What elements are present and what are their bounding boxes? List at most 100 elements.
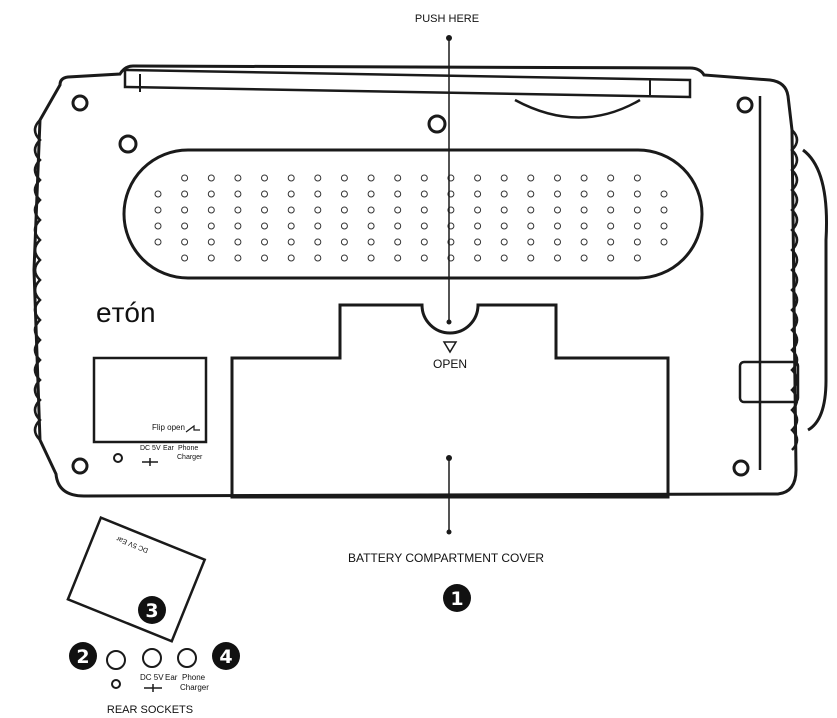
grille-hole xyxy=(367,254,375,262)
callout-3: 3 xyxy=(138,596,166,624)
grille-hole xyxy=(154,190,162,198)
radio-body xyxy=(32,64,828,499)
crank-knob xyxy=(738,360,800,404)
screw xyxy=(118,134,138,154)
grille-hole xyxy=(340,222,348,230)
screw xyxy=(736,96,754,114)
left-grip xyxy=(33,119,42,441)
grille-hole xyxy=(234,222,242,230)
grille-hole xyxy=(474,238,482,246)
grille-hole xyxy=(154,238,162,246)
grille-hole xyxy=(580,222,588,230)
grille-hole xyxy=(420,174,428,182)
detached-flap: DC 5V Ear xyxy=(66,516,207,643)
grille-hole xyxy=(181,190,189,198)
grille-hole xyxy=(660,222,668,230)
grille-hole xyxy=(367,238,375,246)
grille-hole xyxy=(420,238,428,246)
grille-hole xyxy=(447,190,455,198)
body-outline xyxy=(32,64,798,498)
callout-2-number: 2 xyxy=(76,646,89,668)
grille-hole xyxy=(287,238,295,246)
callout-4: 4 xyxy=(212,642,240,670)
grille-hole xyxy=(234,238,242,246)
right-grip xyxy=(758,96,799,470)
grille-hole xyxy=(287,222,295,230)
grille-hole xyxy=(554,174,561,182)
rear-socket-charger: Charger xyxy=(180,683,209,692)
grille-hole xyxy=(394,174,402,182)
open-label: OPEN xyxy=(433,357,467,371)
socket-icon xyxy=(113,453,123,463)
grille-hole xyxy=(261,222,268,230)
grille-hole xyxy=(340,174,348,182)
grille-hole xyxy=(633,190,641,198)
flap-text: DC 5V Ear xyxy=(115,534,149,553)
grille-hole xyxy=(660,238,668,246)
antenna-hinge xyxy=(514,98,641,119)
screw xyxy=(71,94,89,112)
rear-sockets xyxy=(106,648,197,692)
grille-hole xyxy=(234,190,242,198)
grille-hole xyxy=(367,174,375,182)
push-here-dot xyxy=(446,35,452,41)
grille-hole xyxy=(181,222,189,230)
grille-hole xyxy=(340,190,348,198)
grille-hole xyxy=(287,254,295,262)
grille-hole xyxy=(314,206,322,214)
grille-hole xyxy=(420,254,428,262)
crank-handle xyxy=(802,148,828,432)
body-socket-dc: DC 5V xyxy=(140,445,161,452)
socket-ear-circle xyxy=(142,648,162,668)
callout-1-number: 1 xyxy=(450,588,463,610)
grille-hole xyxy=(474,174,482,182)
grille-hole xyxy=(447,222,455,230)
grille-hole xyxy=(607,238,615,246)
screw xyxy=(732,459,750,477)
flip-open-label: Flip open xyxy=(152,423,185,432)
callout-3-number: 3 xyxy=(145,600,158,622)
rear-socket-phone: Phone xyxy=(182,673,206,682)
usb-icon xyxy=(142,458,158,466)
grille-hole xyxy=(207,254,215,262)
grille-hole xyxy=(500,254,508,262)
callout-1: 1 xyxy=(443,584,471,612)
grille-hole xyxy=(420,206,428,214)
grille-hole xyxy=(394,238,402,246)
grille-hole xyxy=(633,174,641,182)
screw xyxy=(71,457,89,475)
grille-hole xyxy=(234,254,242,262)
grille-hole xyxy=(474,254,482,262)
grille-hole xyxy=(474,222,482,230)
grille-hole xyxy=(314,222,322,230)
grille-hole xyxy=(394,206,402,214)
grille-hole xyxy=(261,206,268,214)
grille-hole xyxy=(340,206,348,214)
grille-hole xyxy=(527,238,535,246)
grille-hole xyxy=(340,238,348,246)
grille-hole xyxy=(367,222,375,230)
grille-hole xyxy=(580,174,588,182)
grille-hole xyxy=(340,254,348,262)
grille-hole xyxy=(580,238,588,246)
grille-hole xyxy=(234,206,242,214)
antenna xyxy=(123,68,692,99)
grille-hole xyxy=(447,254,455,262)
socket-small-icon xyxy=(111,679,121,689)
screw xyxy=(427,114,447,134)
grille-hole xyxy=(554,206,561,214)
grille-hole xyxy=(500,222,508,230)
grille-hole xyxy=(207,190,215,198)
grille-hole xyxy=(394,222,402,230)
grille-hole xyxy=(580,206,588,214)
grille-hole xyxy=(287,206,295,214)
grille-hole xyxy=(527,222,535,230)
grille-hole xyxy=(207,206,215,214)
grille-hole xyxy=(207,238,215,246)
callout-2: 2 xyxy=(69,642,97,670)
rear-sockets-title: REAR SOCKETS xyxy=(107,704,193,716)
body-socket-charger: Charger xyxy=(177,454,203,461)
grille-hole xyxy=(207,174,215,182)
